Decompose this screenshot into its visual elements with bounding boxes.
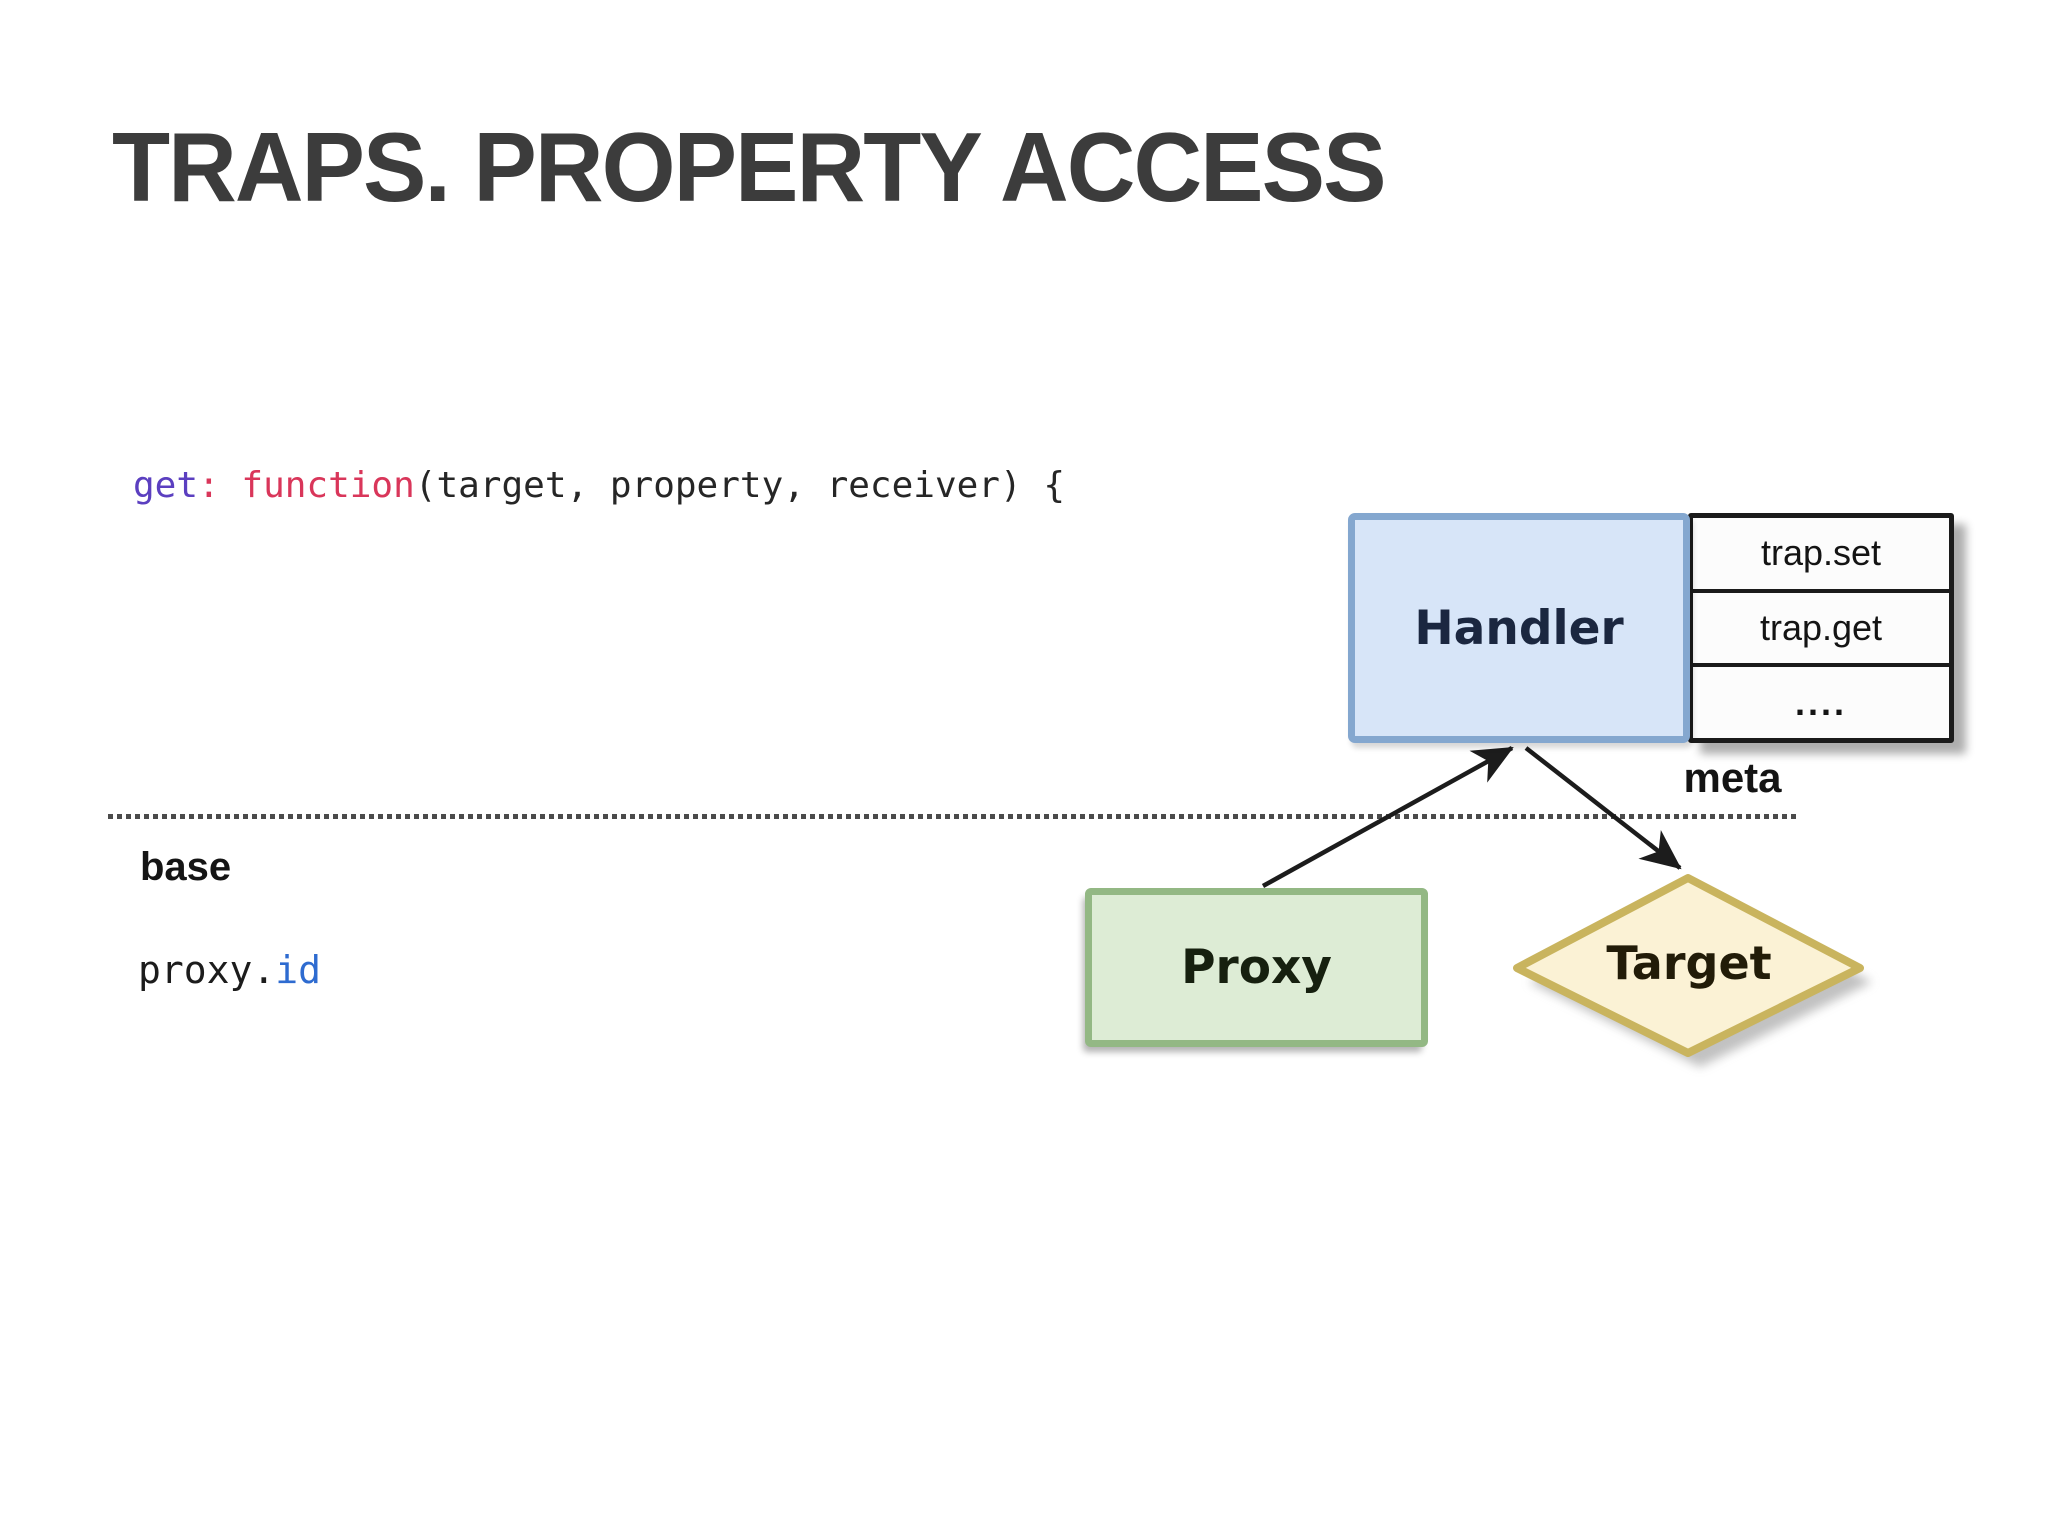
- code-line: get: function(target, property, receiver…: [133, 464, 1065, 507]
- handler-box: Handler: [1348, 513, 1690, 743]
- code-colon: :: [198, 465, 242, 506]
- proxy-property-text: id: [275, 948, 322, 992]
- trap-row-more: ....: [1794, 681, 1847, 723]
- proxy-box: Proxy: [1085, 888, 1428, 1047]
- proxy-object-text: proxy.: [138, 948, 276, 992]
- meta-label: meta: [1683, 754, 1782, 801]
- target-diamond: [1513, 874, 1864, 1057]
- trap-row-set: trap.set: [1693, 518, 1949, 593]
- page-title: TRAPS. PROPERTY ACCESS: [112, 112, 1387, 222]
- dotted-divider-line: [108, 814, 1800, 819]
- target-label: Target: [1606, 936, 1772, 990]
- arrow-handler-to-target: [1524, 746, 1682, 870]
- code-function-keyword: function: [241, 465, 415, 506]
- handler-label: Handler: [1414, 600, 1624, 656]
- traps-table: trap.set trap.get ....: [1688, 513, 1954, 743]
- trap-row-get: trap.get: [1693, 593, 1949, 668]
- proxy-expression: proxy.id: [138, 948, 321, 992]
- proxy-label: Proxy: [1181, 940, 1332, 995]
- code-keyword-get: get: [133, 465, 199, 506]
- arrow-proxy-to-handler: [1261, 746, 1514, 888]
- code-params: (target, property, receiver) {: [414, 465, 1065, 506]
- base-label: base: [140, 845, 232, 889]
